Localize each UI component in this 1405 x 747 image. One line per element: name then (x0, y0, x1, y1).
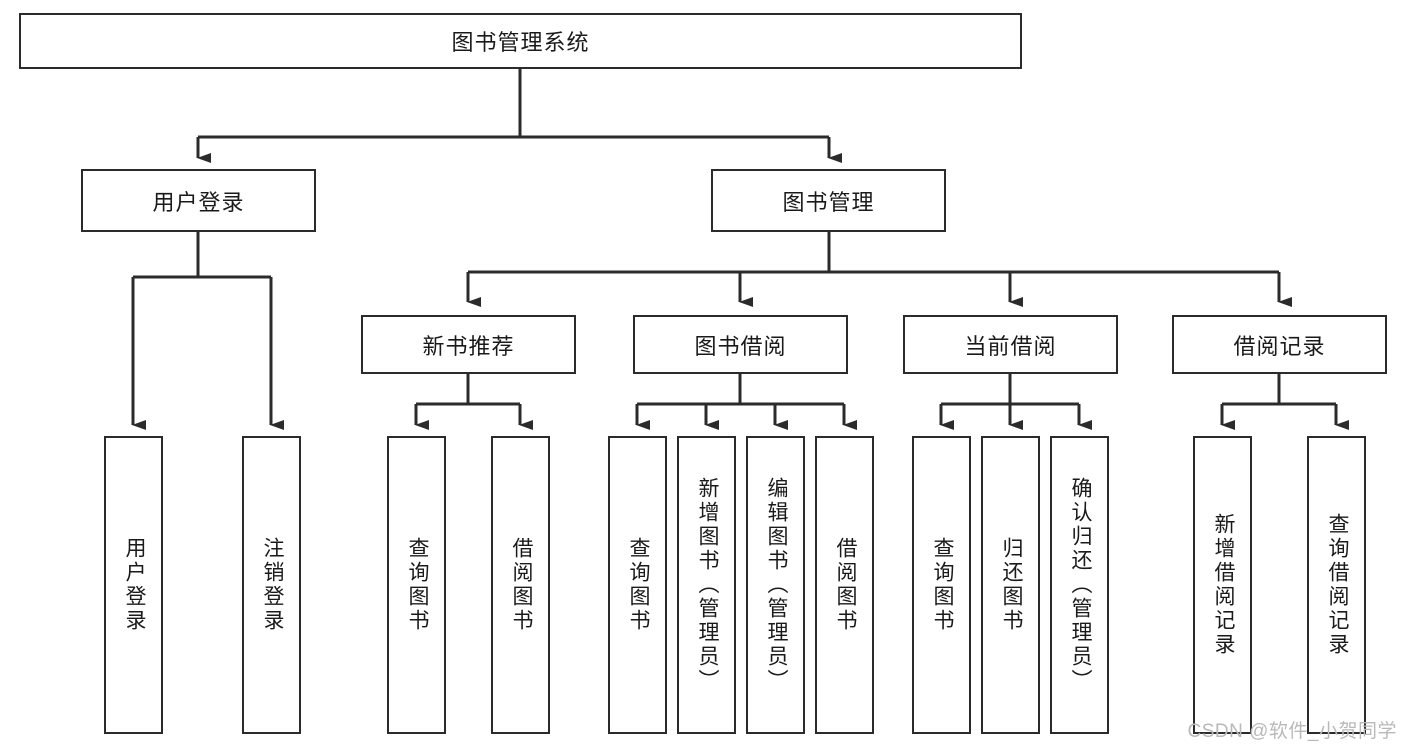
node-leaf-user-login[interactable]: 用户登录 (104, 436, 163, 734)
node-leaf-borrow-book-1-label: 借阅图书 (509, 537, 533, 633)
node-leaf-add-book[interactable]: 新增图书（管理员） (677, 436, 736, 734)
csdn-watermark: CSDN @软件_小贺同学 (1187, 721, 1397, 742)
node-root[interactable]: 图书管理系统 (19, 13, 1022, 69)
node-leaf-borrow-book-1[interactable]: 借阅图书 (491, 436, 550, 734)
node-leaf-query-book-3-label: 查询图书 (930, 537, 954, 633)
node-leaf-query-book-1-label: 查询图书 (405, 537, 429, 633)
node-user-login[interactable]: 用户登录 (81, 169, 316, 232)
node-leaf-query-book-1[interactable]: 查询图书 (387, 436, 446, 734)
node-leaf-borrow-book-2-label: 借阅图书 (833, 537, 857, 633)
node-leaf-add-book-label: 新增图书（管理员） (695, 477, 719, 693)
node-current-borrow-label: 当前借阅 (964, 333, 1057, 359)
node-root-label: 图书管理系统 (451, 30, 590, 55)
node-leaf-query-book-2[interactable]: 查询图书 (608, 436, 667, 734)
node-book-manage-label: 图书管理 (782, 189, 875, 215)
node-leaf-user-logout-label: 注销登录 (260, 537, 284, 633)
node-leaf-query-book-2-label: 查询图书 (626, 537, 650, 633)
node-leaf-query-record-label: 查询借阅记录 (1325, 513, 1349, 657)
node-leaf-query-record[interactable]: 查询借阅记录 (1307, 436, 1366, 734)
node-leaf-add-record-label: 新增借阅记录 (1211, 513, 1235, 657)
node-leaf-query-book-3[interactable]: 查询图书 (912, 436, 971, 734)
node-book-borrow-label: 图书借阅 (694, 333, 787, 359)
node-leaf-add-record[interactable]: 新增借阅记录 (1193, 436, 1252, 734)
node-book-manage[interactable]: 图书管理 (711, 169, 946, 232)
node-current-borrow[interactable]: 当前借阅 (903, 315, 1118, 374)
node-book-borrow[interactable]: 图书借阅 (633, 315, 848, 374)
node-borrow-record[interactable]: 借阅记录 (1172, 315, 1387, 374)
node-leaf-confirm-return-label: 确认归还（管理员） (1068, 477, 1092, 693)
node-leaf-return-book-label: 归还图书 (999, 537, 1023, 633)
node-leaf-confirm-return[interactable]: 确认归还（管理员） (1050, 436, 1109, 734)
node-leaf-user-logout[interactable]: 注销登录 (242, 436, 301, 734)
node-leaf-edit-book-label: 编辑图书（管理员） (764, 477, 788, 693)
node-leaf-edit-book[interactable]: 编辑图书（管理员） (746, 436, 805, 734)
node-new-book-rec-label: 新书推荐 (422, 333, 515, 359)
node-leaf-user-login-label: 用户登录 (122, 537, 146, 633)
node-leaf-return-book[interactable]: 归还图书 (981, 436, 1040, 734)
node-new-book-rec[interactable]: 新书推荐 (361, 315, 576, 374)
node-leaf-borrow-book-2[interactable]: 借阅图书 (815, 436, 874, 734)
node-user-login-label: 用户登录 (152, 189, 245, 215)
node-borrow-record-label: 借阅记录 (1233, 333, 1326, 359)
